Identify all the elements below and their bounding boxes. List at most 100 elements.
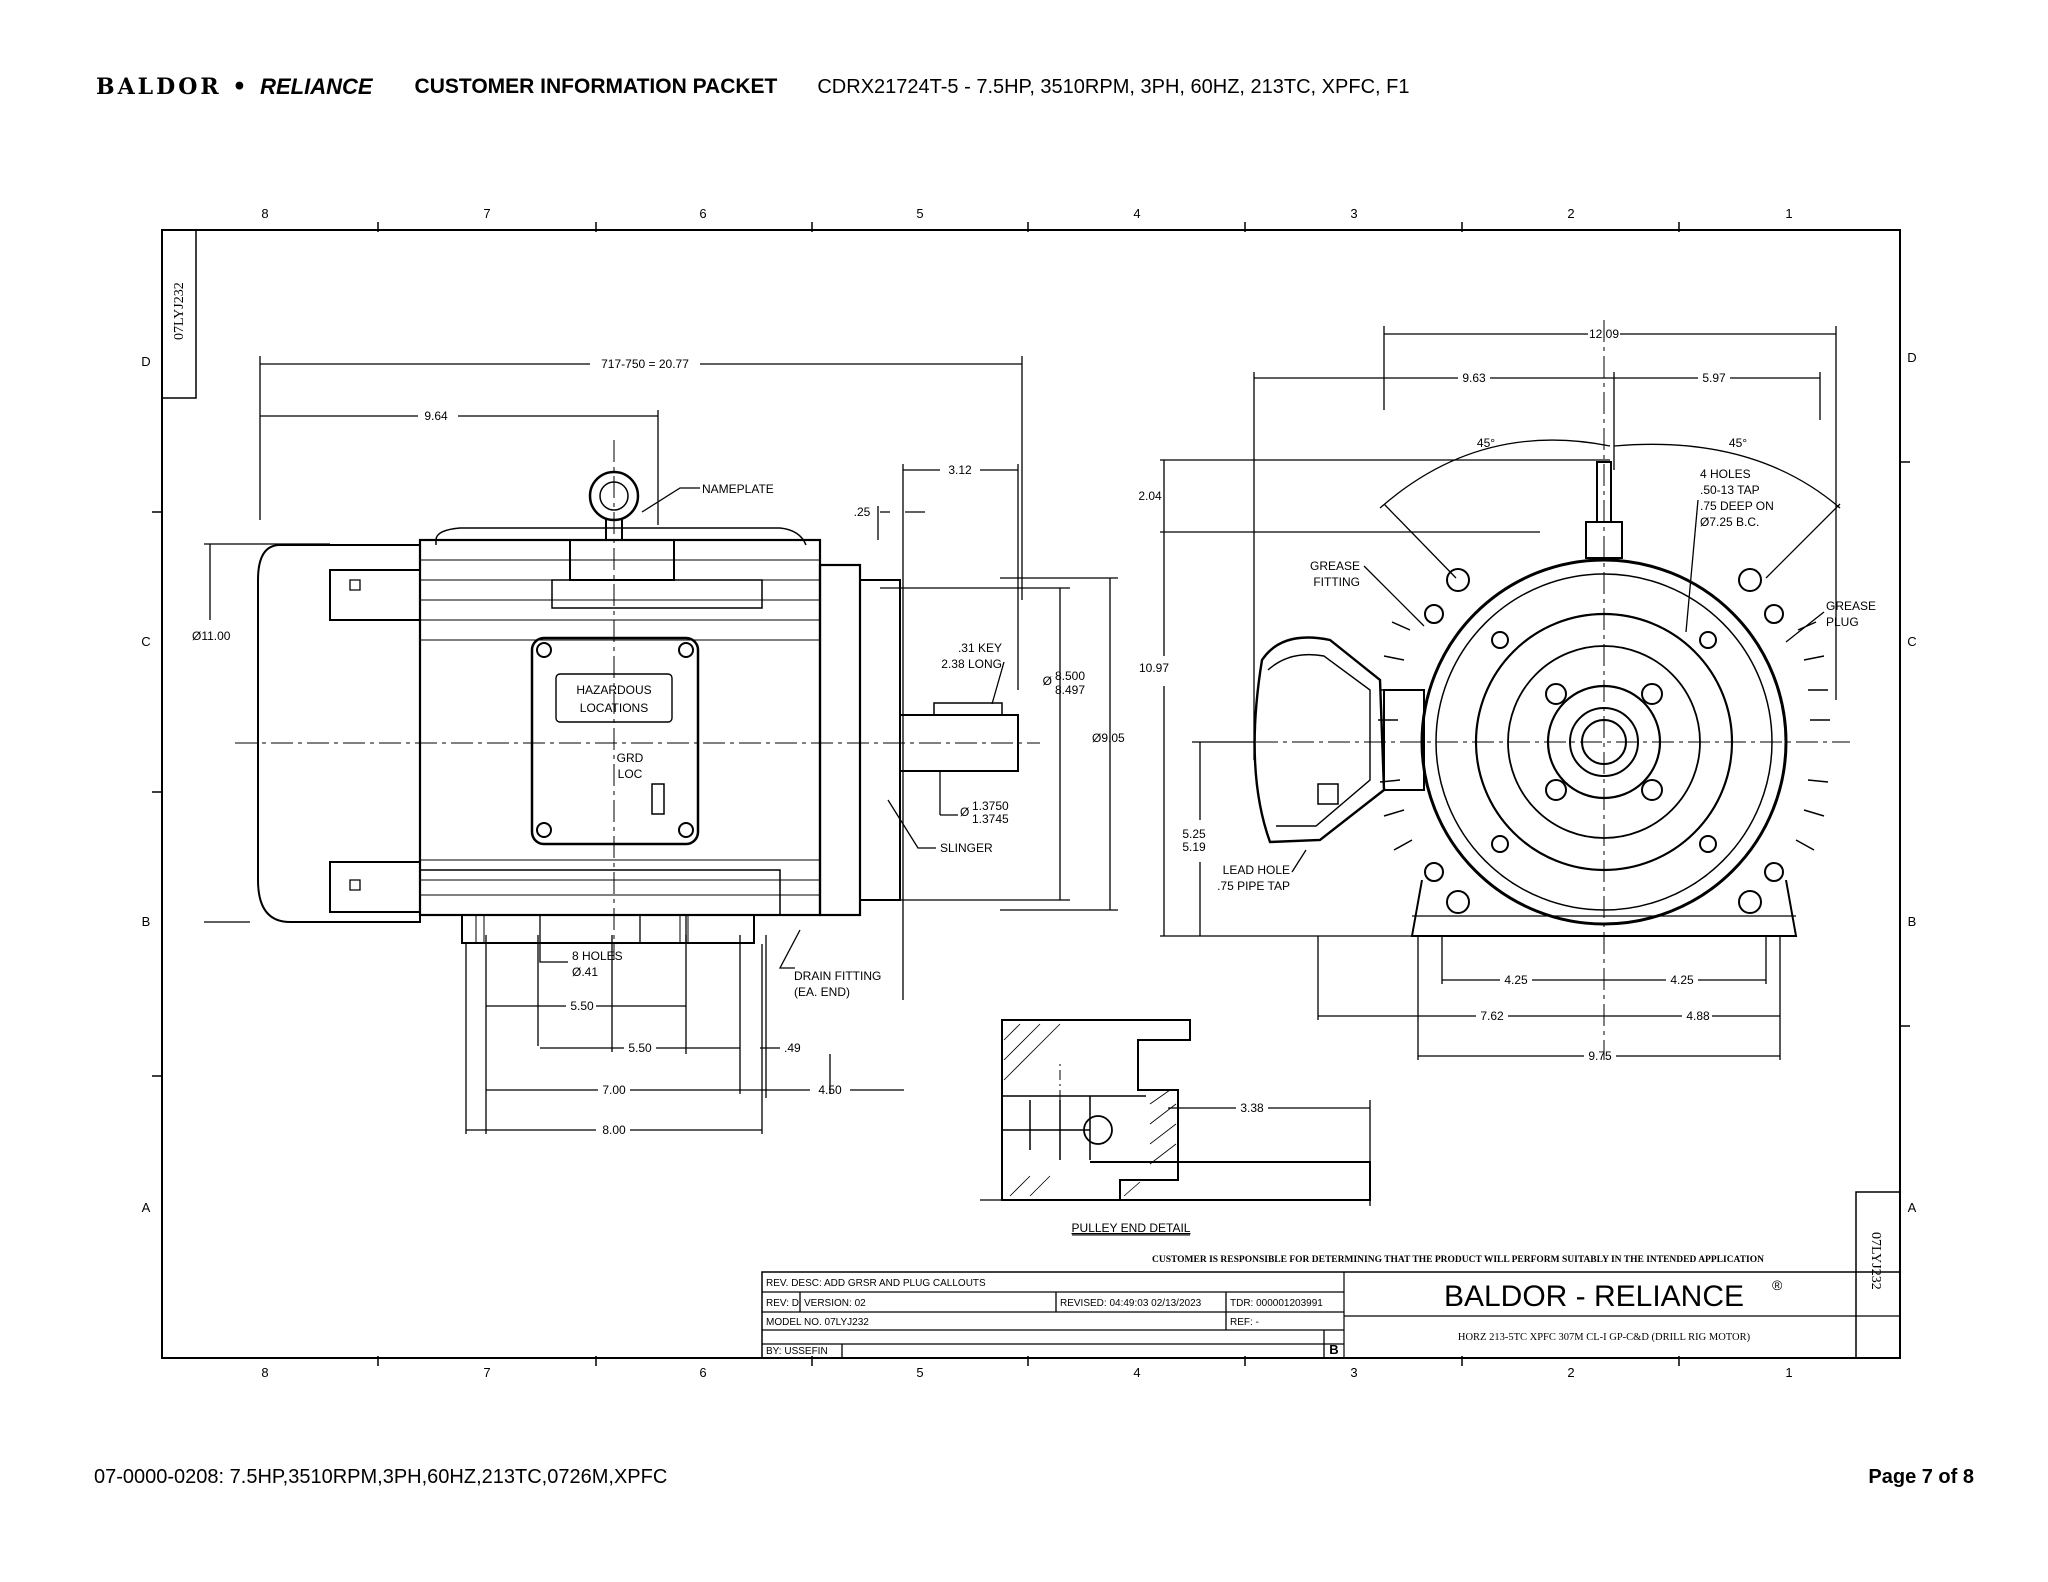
dia-1-3750: 1.3750 (972, 799, 1009, 813)
four-holes-line4: Ø7.25 B.C. (1700, 515, 1759, 529)
four-holes-line1: 4 HOLES (1700, 467, 1751, 481)
dim-5-50-a: 5.50 (570, 999, 594, 1013)
zone-row-a-right: A (1908, 1200, 1917, 1215)
dim-9-64: 9.64 (424, 409, 448, 423)
dim-10-97: 10.97 (1139, 661, 1169, 675)
zone-col-8: 8 (261, 206, 268, 221)
zone-col-5: 5 (916, 206, 923, 221)
zone-row-b-right: B (1908, 914, 1917, 929)
key-label-2: 2.38 LONG (941, 657, 1002, 671)
disclaimer: CUSTOMER IS RESPONSIBLE FOR DETERMINING … (1152, 1255, 1764, 1265)
zone-col-2: 2 (1567, 206, 1574, 221)
zone-col-7-bottom: 7 (483, 1365, 490, 1380)
dia-8-500: 8.500 (1055, 669, 1085, 683)
drawing-id-top: 07LYJ232 (172, 282, 187, 340)
rev: REV: D (766, 1298, 799, 1309)
zone-col-4-bottom: 4 (1133, 1365, 1140, 1380)
revised-date: REVISED: 04:49:03 02/13/2023 (1060, 1298, 1202, 1309)
angle-right: 45° (1729, 436, 1747, 450)
lead-hole-line1: LEAD HOLE (1223, 863, 1290, 877)
pulley-end-detail: 3.38 PULLEY END DETAIL (980, 1019, 1371, 1236)
grease-plug-line2: PLUG (1826, 615, 1859, 629)
sheet-letter: B (1329, 1342, 1338, 1357)
page-number: Page 7 of 8 (1868, 1466, 1974, 1488)
drain-each-end-label: (EA. END) (794, 985, 850, 999)
dia-11-00: Ø11.00 (192, 629, 231, 643)
dia-symbol-8500: Ø (1043, 674, 1052, 688)
drawing-frame (161, 229, 1901, 1359)
zone-col-2-bottom: 2 (1567, 1365, 1574, 1380)
dia-8-497: 8.497 (1055, 683, 1085, 697)
slinger-label: SLINGER (940, 841, 993, 855)
drain-fitting-label: DRAIN FITTING (794, 969, 881, 983)
dim-2-04: 2.04 (1138, 489, 1162, 503)
lead-hole-line2: .75 PIPE TAP (1217, 879, 1290, 893)
grease-fitting-line1: GREASE (1310, 559, 1360, 573)
model-number: MODEL NO. 07LYJ232 (766, 1317, 869, 1328)
angle-left: 45° (1477, 436, 1495, 450)
zone-col-6-bottom: 6 (699, 1365, 706, 1380)
dim-overall-length: 717-750 = 20.77 (601, 357, 689, 371)
dim-9-63: 9.63 (1462, 371, 1486, 385)
key-label-1: .31 KEY (958, 641, 1002, 655)
dim-7-00: 7.00 (602, 1083, 626, 1097)
dim-7-62: 7.62 (1480, 1009, 1504, 1023)
zone-row-a: A (142, 1200, 151, 1215)
dim-4-88: 4.88 (1686, 1009, 1710, 1023)
drawing-description: HORZ 213-5TC XPFC 307M CL-I GP-C&D (DRIL… (1458, 1332, 1751, 1343)
model-line: CDRX21724T-5 - 7.5HP, 3510RPM, 3PH, 60HZ… (817, 75, 1410, 98)
drawn-by: BY: USSEFIN (766, 1346, 828, 1357)
dim-3-12: 3.12 (948, 463, 972, 477)
ref: REF: - (1230, 1317, 1259, 1328)
four-holes-line3: .75 DEEP ON (1700, 499, 1774, 513)
page-header: BALDOR • RELIANCE CUSTOMER INFORMATION P… (96, 72, 1952, 102)
packet-title: CUSTOMER INFORMATION PACKET (414, 75, 778, 98)
end-view: 12.09 9.63 5.97 45° 45° 4 HOLES .50-13 T… (1138, 320, 1876, 1063)
rev-desc: REV. DESC: ADD GRSR AND PLUG CALLOUTS (766, 1278, 986, 1289)
dia-symbol-shaft: Ø (960, 805, 969, 819)
dim-5-19: 5.19 (1182, 840, 1206, 854)
dim-5-97: 5.97 (1702, 371, 1726, 385)
zone-row-c-right: C (1907, 634, 1916, 649)
loc-label: LOC (618, 767, 643, 781)
hazardous-label: HAZARDOUS (576, 683, 651, 697)
dim-0-25: .25 (854, 505, 871, 519)
four-holes-line2: .50-13 TAP (1700, 483, 1760, 497)
grease-plug-line1: GREASE (1826, 599, 1876, 613)
dim-4-50: 4.50 (818, 1083, 842, 1097)
zone-col-5-bottom: 5 (916, 1365, 923, 1380)
zone-col-6: 6 (699, 206, 706, 221)
dim-4-25-b: 4.25 (1670, 973, 1694, 987)
hole-dia-label: Ø.41 (572, 965, 598, 979)
dim-8-00: 8.00 (602, 1123, 626, 1137)
grd-label: GRD (617, 751, 644, 765)
dia-1-3745: 1.3745 (972, 812, 1009, 826)
dim-3-38: 3.38 (1240, 1101, 1264, 1115)
zone-row-b: B (142, 914, 151, 929)
dim-4-25-a: 4.25 (1504, 973, 1528, 987)
zone-col-1: 1 (1785, 206, 1792, 221)
footer-model: 07-0000-0208: 7.5HP,3510RPM,3PH,60HZ,213… (94, 1466, 668, 1488)
zone-row-d-right: D (1907, 350, 1916, 365)
zone-col-3-bottom: 3 (1350, 1365, 1357, 1380)
zone-row-d: D (141, 354, 150, 369)
version: VERSION: 02 (804, 1298, 866, 1309)
drawing-id-right: 07LYJ232 (1868, 1232, 1883, 1290)
brand-name: BALDOR - RELIANCE (1444, 1280, 1744, 1313)
dim-9-75: 9.75 (1588, 1049, 1612, 1063)
nameplate-label: NAMEPLATE (702, 482, 774, 496)
side-view: 717-750 = 20.77 9.64 3.12 .25 NAMEPLATE (192, 356, 1125, 1137)
eight-holes-label: 8 HOLES (572, 949, 623, 963)
grease-fitting-line2: FITTING (1313, 575, 1360, 589)
dim-5-25: 5.25 (1182, 827, 1206, 841)
dim-0-49: .49 (784, 1041, 801, 1055)
dim-5-50-b: 5.50 (628, 1041, 652, 1055)
registered-mark: ® (1772, 1277, 1783, 1293)
zone-col-8-bottom: 8 (261, 1365, 268, 1380)
zone-col-3: 3 (1350, 206, 1357, 221)
pulley-end-detail-title: PULLEY END DETAIL (1072, 1221, 1191, 1235)
zone-col-4: 4 (1133, 206, 1140, 221)
tdr-number: TDR: 000001203991 (1230, 1298, 1323, 1309)
title-block: CUSTOMER IS RESPONSIBLE FOR DETERMINING … (761, 1191, 1901, 1359)
